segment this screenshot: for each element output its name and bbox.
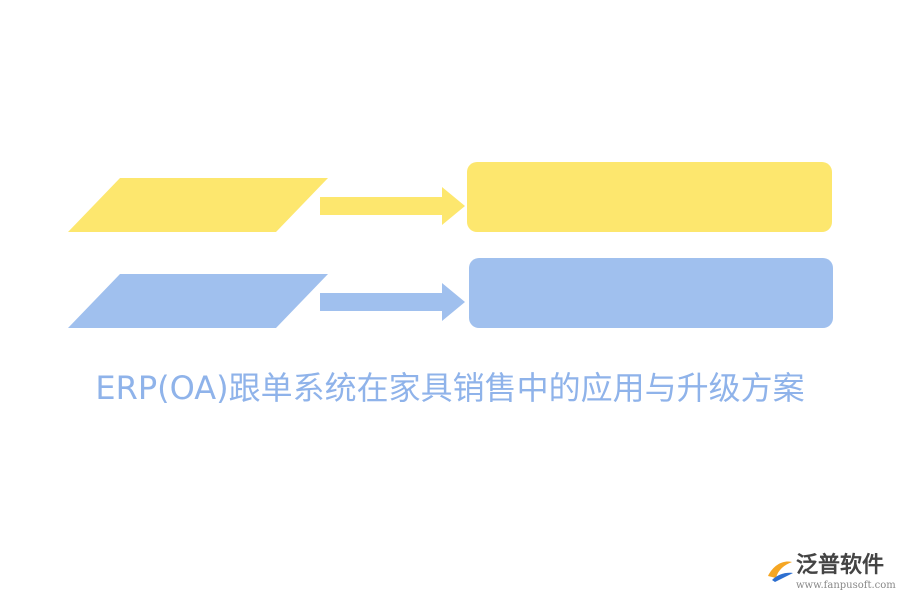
output-box-2 — [469, 258, 833, 328]
fanpu-logo-icon — [768, 561, 793, 582]
brand-logo: 泛普软件 www.fanpusoft.com — [762, 552, 896, 594]
input-parallelogram-1 — [68, 178, 328, 232]
logo-name: 泛普软件 — [796, 553, 885, 578]
logo-url: www.fanpusoft.com — [796, 580, 896, 591]
input-parallelogram-2 — [68, 274, 328, 328]
diagram-title: ERP(OA)跟单系统在家具销售中的应用与升级方案 — [95, 369, 805, 407]
arrow-1 — [320, 187, 465, 225]
output-box-1 — [467, 162, 832, 232]
arrow-2 — [320, 283, 465, 321]
